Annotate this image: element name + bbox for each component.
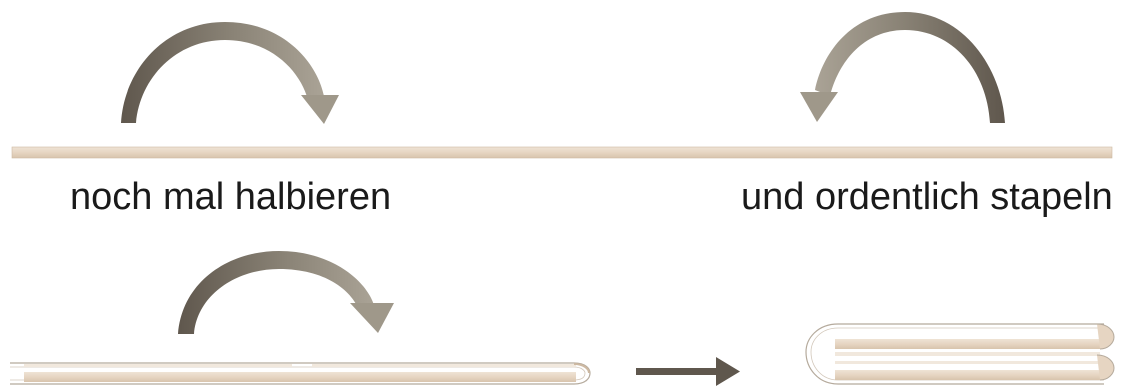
paper-strip-stacked [805,323,1115,385]
caption-halve-again: noch mal halbieren [70,176,392,218]
curved-arrow-clockwise-icon [121,22,339,124]
paper-strip-folded [10,362,591,385]
curved-arrow-clockwise-icon [178,251,394,334]
curved-arrow-counterclockwise-icon [800,12,1005,123]
paper-strip-full [11,146,1113,159]
caption-stack-neatly: und ordentlich stapeln [741,176,1113,218]
right-arrow-icon [636,357,740,386]
